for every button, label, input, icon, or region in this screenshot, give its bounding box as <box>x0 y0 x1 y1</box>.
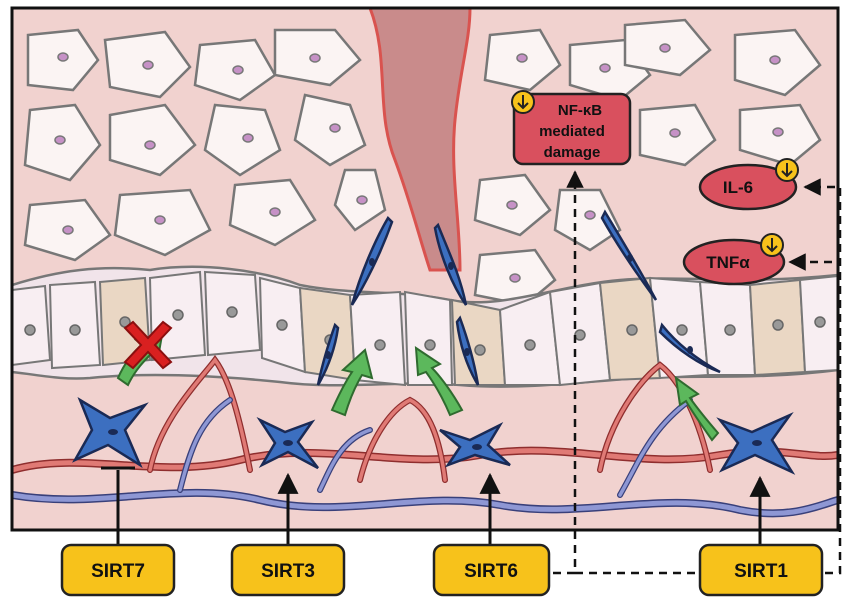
decrease-arrow-icon <box>775 158 799 182</box>
arrow-sirt3 <box>330 348 374 417</box>
tnfa-cytokine: TNFα <box>682 233 786 286</box>
nfkb-damage-box: NF-κB mediated damage <box>511 90 632 166</box>
sirt7-box: SIRT7 <box>60 543 176 597</box>
decrease-arrow-icon <box>511 90 535 114</box>
stem-cell-nuclei <box>325 254 693 359</box>
decrease-arrow-icon <box>760 233 784 257</box>
nfkb-line-3: damage <box>544 144 601 161</box>
il6-label: IL-6 <box>723 178 753 197</box>
sirt-connectors <box>101 466 771 545</box>
sirt1-label: SIRT1 <box>734 561 788 582</box>
il6-cytokine: IL-6 <box>698 158 799 211</box>
sirt6-label: SIRT6 <box>464 561 518 582</box>
dermal-nuclei <box>54 43 784 283</box>
nfkb-line-1: NF-κB <box>558 102 602 119</box>
arrow-sirt1 <box>674 375 720 442</box>
sirt7-label: SIRT7 <box>91 561 145 582</box>
resident-stem-nuclei <box>108 429 762 450</box>
basal-nuclei <box>24 306 826 356</box>
sirt1-box: SIRT1 <box>698 543 824 597</box>
sirt3-box: SIRT3 <box>230 543 346 597</box>
dermal-cells <box>23 18 822 307</box>
sirt1-to-il6-line <box>803 178 842 575</box>
dashed-pathways <box>553 170 842 575</box>
tissue-border <box>10 6 840 532</box>
arrow-sirt6 <box>414 346 464 417</box>
hair-follicle <box>368 8 472 272</box>
inhibition-x-icon <box>123 320 173 370</box>
sirt3-label: SIRT3 <box>261 561 315 582</box>
tnfa-label: TNFα <box>706 253 750 272</box>
nfkb-line-2: mediated <box>539 123 605 140</box>
sirt6-box: SIRT6 <box>432 543 551 597</box>
